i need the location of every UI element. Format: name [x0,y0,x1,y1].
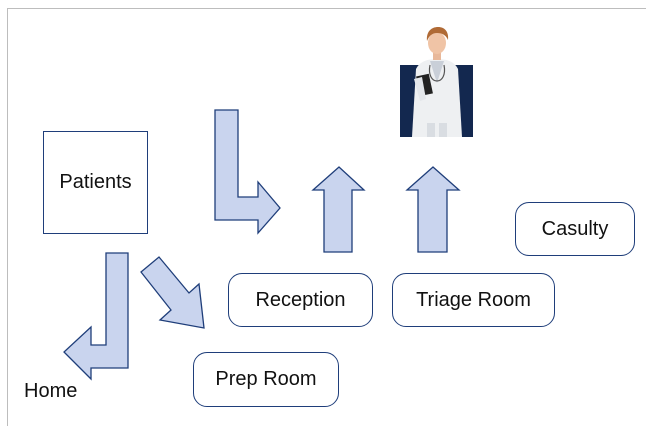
triage-room-label: Triage Room [416,288,531,311]
casulty-label: Casulty [541,217,609,240]
patients-label: Patients [59,171,132,193]
triage-room-box: Triage Room [392,273,555,327]
prep-room-label: Prep Room [215,368,317,390]
arrow-down-right-icon [140,256,205,329]
reception-label: Reception [255,288,346,311]
arrow-up-icon [311,166,366,253]
reception-box: Reception [228,273,373,327]
patients-box: Patients [43,131,148,234]
doctor-photo [400,23,473,137]
casulty-box: Casulty [515,202,635,256]
diagram-frame [7,8,646,426]
arrow-down-left-bent-icon [63,252,129,381]
home-label: Home [24,380,78,402]
arrow-up-icon [405,166,461,253]
arrow-right-bent-icon [214,109,281,235]
prep-room-box: Prep Room [193,352,339,407]
